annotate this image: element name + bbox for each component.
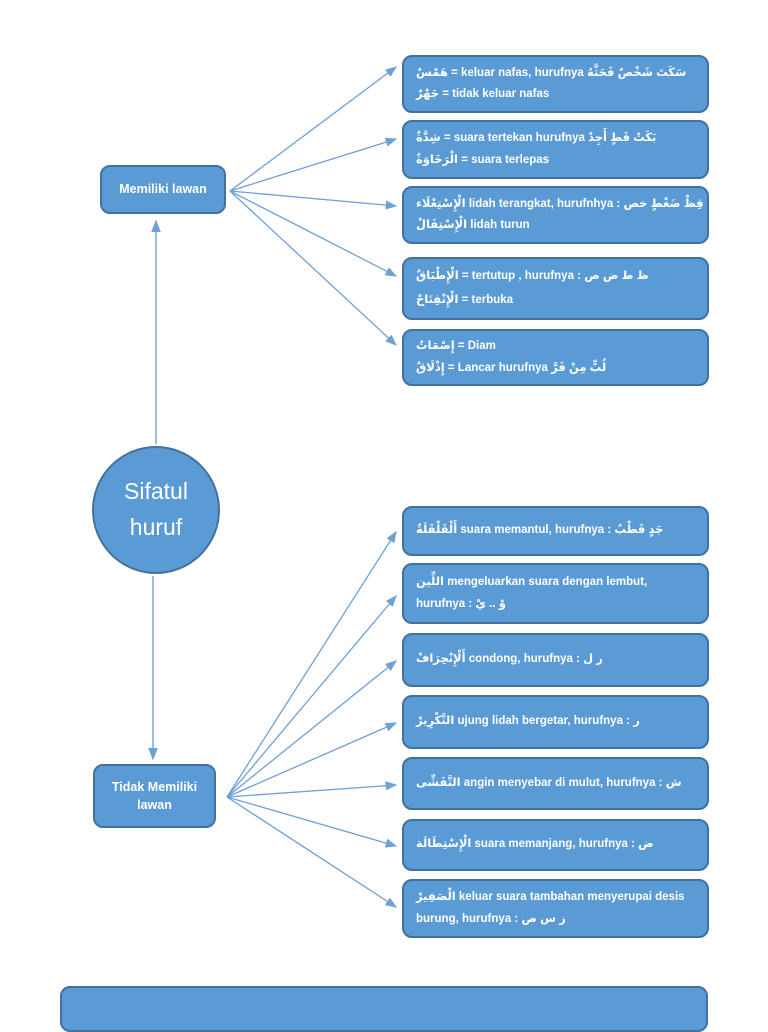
attribute-box-lin: اللِّين mengeluarkan suara dengan lembut… — [402, 563, 709, 624]
box-text-line: التَّفَشِّى angin menyebar di mulut, hur… — [416, 776, 682, 789]
box-text-line: الْإِسْتِفَالْ lidah turun — [416, 219, 530, 232]
attribute-box-inhiraf: أَلْإِنْحِرَافْ condong, hurufnya : ر ل — [402, 633, 709, 687]
attribute-box-takrir: التَّكْرِيرْ ujung lidah bergetar, huruf… — [402, 695, 709, 749]
attribute-box-syiddah-rakhawah: شِدَّةٌ = suara tertekan hurufnya بَكَتْ… — [402, 120, 709, 179]
box-text-line: هَمْسٌ = keluar nafas, hurufnya سَكَتَ ش… — [416, 66, 687, 79]
box-text-line: الْصَفِيرْ keluar suara tambahan menyeru… — [416, 890, 685, 903]
box-text-line: إِذْلَاقٌ = Lancar hurufnya لُبٍّ مِنْ ف… — [416, 361, 607, 374]
box-text-line: الْرَخَاوَةٌ = suara terlepas — [416, 153, 550, 166]
next-page-box-partial — [60, 986, 708, 1032]
box-text-line: إِصْمَاتٌ = Diam — [416, 340, 496, 353]
attribute-box-tafasysyi: التَّفَشِّى angin menyebar di mulut, hur… — [402, 757, 709, 810]
box-text-line: جَهْرٌ = tidak keluar nafas — [416, 88, 550, 101]
branch-label: Memiliki lawan — [119, 182, 207, 197]
box-text-line: الْإِسْتِعْلَاء lidah terangkat, hurufnh… — [416, 197, 704, 210]
branch-node-memiliki-lawan: Memiliki lawan — [100, 165, 226, 214]
box-text-line: اللِّين mengeluarkan suara dengan lembut… — [416, 575, 648, 588]
box-text-line: burung, hurufnya : ز س ص — [416, 912, 566, 925]
box-text-line: شِدَّةٌ = suara tertekan hurufnya بَكَتْ… — [416, 131, 657, 144]
box-text-line: أَلْإِنْحِرَافْ condong, hurufnya : ر ل — [416, 653, 603, 666]
attribute-box-shafir: الْصَفِيرْ keluar suara tambahan menyeru… — [402, 879, 709, 938]
box-text-line: الْإِسْتِطَالَة suara memanjang, hurufny… — [416, 838, 654, 851]
branch-label-line1: Tidak Memiliki — [111, 779, 198, 794]
box-text-line: الْإِطْبَاقٌ = tertutup , hurufnya : ظ ط… — [416, 270, 649, 283]
attribute-box-istithalah: الْإِسْتِطَالَة suara memanjang, hurufny… — [402, 819, 709, 871]
attribute-box-ishmat-idzlaq: إِصْمَاتٌ = Diam إِذْلَاقٌ = Lancar huru… — [402, 329, 709, 386]
box-text-line: أَلْقَلْقَلَةٌ suara memantul, hurufnya … — [416, 524, 664, 537]
attribute-box-istila-istifal: الْإِسْتِعْلَاء lidah terangkat, hurufnh… — [402, 186, 709, 244]
branch-label-line2: lawan — [137, 798, 172, 812]
box-text-line: التَّكْرِيرْ ujung lidah bergetar, huruf… — [416, 715, 640, 728]
branch-node-tidak-memiliki-lawan: Tidak Memiliki lawan — [93, 764, 216, 828]
attribute-box-qalqalah: أَلْقَلْقَلَةٌ suara memantul, hurufnya … — [402, 506, 709, 556]
attribute-box-hams-jahr: هَمْسٌ = keluar nafas, hurufnya سَكَتَ ش… — [402, 55, 709, 113]
box-text-line: hurufnya : وْ .. يْ — [416, 598, 506, 611]
root-label-line1: Sifatul — [124, 478, 188, 505]
box-text-line: الْإِنْفِتَاحْ = terbuka — [416, 293, 514, 306]
attribute-box-ithbaq-infitah: الْإِطْبَاقٌ = tertutup , hurufnya : ظ ط… — [402, 257, 709, 320]
root-node-sifatul-huruf: Sifatul huruf — [92, 446, 220, 574]
root-label-line2: huruf — [129, 514, 183, 540]
